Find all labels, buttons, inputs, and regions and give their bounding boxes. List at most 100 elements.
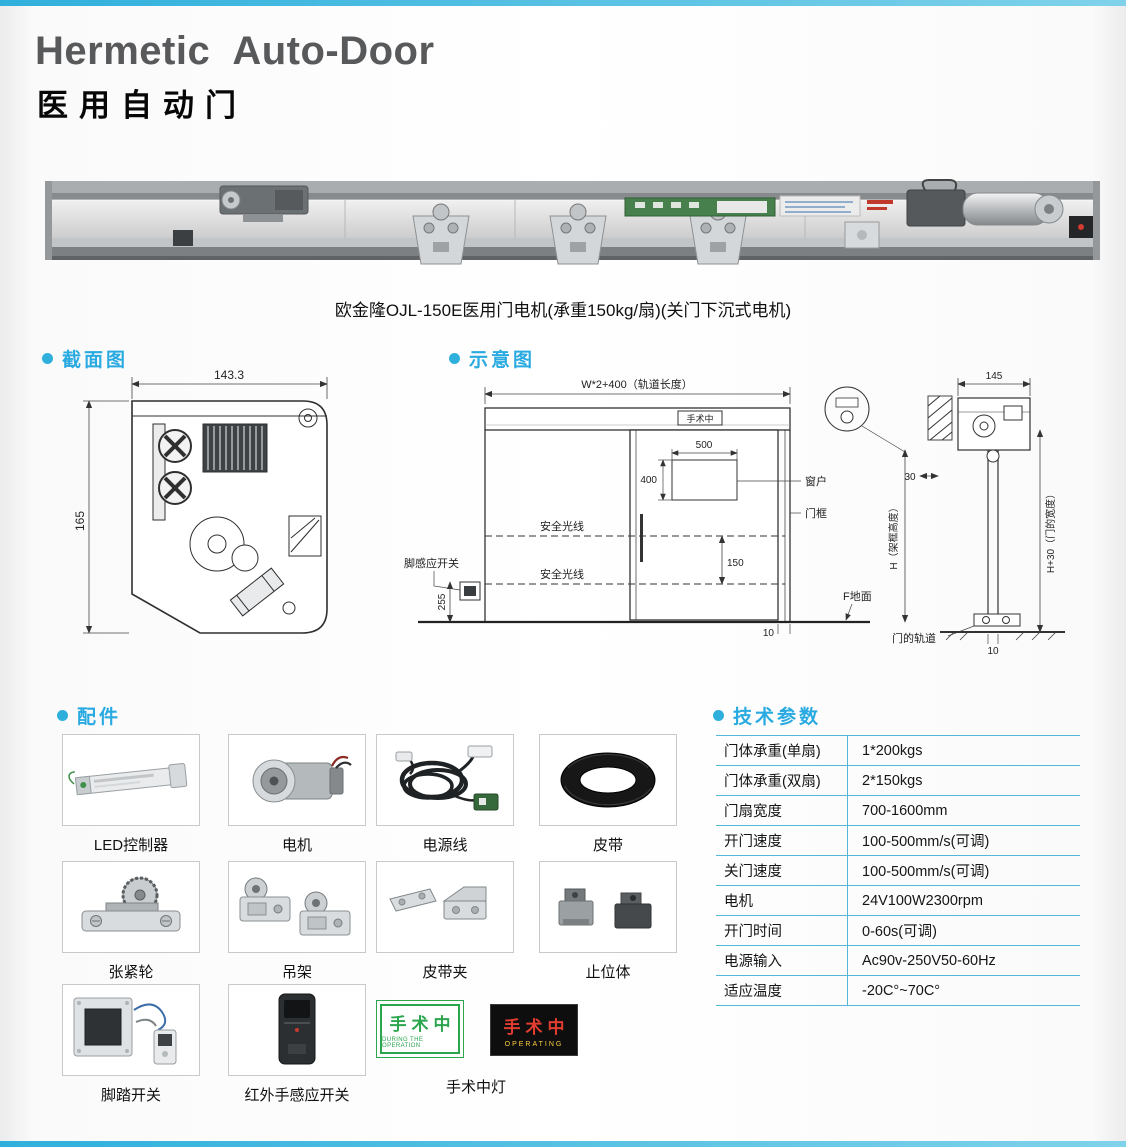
dimension-lines xyxy=(83,377,328,634)
side-housing xyxy=(957,397,1031,451)
operation-sign-red: 手术中 OPERATING xyxy=(490,1004,578,1056)
operation-sign-green-inner: 手术中 DURING THE OPERATION xyxy=(380,1004,460,1054)
heatsink-block xyxy=(202,423,268,473)
window-label: 窗户 xyxy=(805,474,827,488)
spec-label: 适应温度 xyxy=(716,976,848,1005)
spec-label: 门扇宽度 xyxy=(716,796,848,825)
bullet-icon xyxy=(713,710,724,721)
track-length-dimension xyxy=(484,387,791,404)
dim-145-label: 145 xyxy=(986,371,1003,382)
accessory-image xyxy=(228,984,366,1076)
spec-value: 1*200kgs xyxy=(862,742,923,759)
accessory-image xyxy=(62,734,200,826)
accessory-label: 红外手感应开关 xyxy=(244,1087,350,1104)
spec-row: 适应温度 -20C°~70C° xyxy=(716,976,1080,1006)
section-cross-section: 截面图 xyxy=(42,345,128,372)
accessory-led-controller: LED控制器 xyxy=(62,734,200,855)
window-dimensions xyxy=(658,449,738,501)
door-track-photo xyxy=(45,179,1100,265)
operation-sign-green: 手术中 DURING THE OPERATION xyxy=(376,1000,464,1058)
spec-row: 门扇宽度 700-1600mm xyxy=(716,796,1080,826)
hanger-image xyxy=(239,877,351,936)
door-track-header xyxy=(484,407,791,431)
accessory-hanger: 吊架 xyxy=(228,861,366,982)
track-length-label: W*2+400（轨道长度） xyxy=(581,377,693,391)
spec-label: 开门时间 xyxy=(716,916,848,945)
dim-150-label: 150 xyxy=(727,558,744,569)
bullet-icon xyxy=(42,353,53,364)
foot-switch-image xyxy=(73,997,177,1065)
accessory-image xyxy=(376,734,514,826)
dim-145 xyxy=(957,378,1031,396)
door-leaf xyxy=(629,429,779,621)
bullet-icon xyxy=(57,710,68,721)
door-frame-lines xyxy=(484,430,791,622)
specs-table: 门体承重(单扇) 1*200kgs 门体承重(双扇) 2*150kgs 门扇宽度… xyxy=(716,735,1080,1006)
door-height-label: H+30（门的宽度） xyxy=(1044,489,1057,573)
accessory-belt-clip: 皮带夹 xyxy=(376,861,514,982)
section-specs: 技术参数 xyxy=(713,702,821,729)
page-header: Hermetic Auto-Door 医用自动门 xyxy=(35,30,435,125)
section-title: 技术参数 xyxy=(733,707,822,728)
section-title: 截面图 xyxy=(62,350,129,371)
window-height-label: 400 xyxy=(640,475,657,486)
belt-clamp xyxy=(844,221,880,249)
dim-30-label: 30 xyxy=(904,472,916,483)
section-title: 示意图 xyxy=(469,350,536,371)
spec-row: 门体承重(单扇) 1*200kgs xyxy=(716,735,1080,766)
spec-label: 门体承重(单扇) xyxy=(716,736,848,765)
accessory-image xyxy=(539,734,677,826)
spec-value: -20C°~70C° xyxy=(862,982,941,999)
schematic-diagram: W*2+400（轨道长度） 手术中 500 400 窗户 门框 安全光线 xyxy=(404,371,1065,657)
spec-label: 开门速度 xyxy=(716,826,848,855)
belt-image xyxy=(560,752,656,808)
sign-text-sub: DURING THE OPERATION xyxy=(382,1036,424,1049)
control-board xyxy=(624,195,893,217)
roller-detail-callout xyxy=(824,386,906,453)
spec-row: 电机 24V100W2300rpm xyxy=(716,886,1080,916)
accessory-motor: 电机 xyxy=(228,734,366,855)
accessory-label: 电源线 xyxy=(422,837,468,854)
section-schematic: 示意图 xyxy=(449,345,535,372)
spec-label: 关门速度 xyxy=(716,856,848,885)
accessory-label: 张紧轮 xyxy=(108,964,154,981)
safety-beam-label-1: 安全光线 xyxy=(540,519,584,533)
hanger-bracket-2 xyxy=(549,203,607,265)
spec-label: 电机 xyxy=(716,886,848,915)
page-title-en: Hermetic Auto-Door xyxy=(35,29,435,73)
accessory-image xyxy=(376,861,514,953)
spec-value: 700-1600mm xyxy=(862,802,948,819)
accessory-image xyxy=(539,861,677,953)
accessory-label: LED控制器 xyxy=(93,837,169,854)
cross-section-diagram: 143.3 165 xyxy=(75,368,328,634)
belt-clip-image xyxy=(389,886,487,920)
dim-10-left-label: 10 xyxy=(763,628,775,639)
accessory-label: 吊架 xyxy=(281,964,312,981)
accessory-power-cable: 电源线 xyxy=(376,734,514,855)
accessory-image xyxy=(228,734,366,826)
right-motor xyxy=(906,179,1064,227)
dim-10-right-ticks xyxy=(987,634,999,644)
accessory-label: 止位体 xyxy=(585,964,631,981)
spec-label: 电源输入 xyxy=(716,946,848,975)
accessory-infrared-switch: 红外手感应开关 xyxy=(228,984,366,1105)
product-caption: 欧金隆OJL-150E医用门电机(承重150kg/扇)(关门下沉式电机) xyxy=(334,301,792,320)
spec-label: 门体承重(双扇) xyxy=(716,766,848,795)
spec-value: 24V100W2300rpm xyxy=(862,892,983,909)
sign-text-main: 手术中 xyxy=(503,1017,570,1037)
accessory-image xyxy=(228,861,366,953)
frame-height-label: H（架框高度） xyxy=(887,502,900,569)
accessory-tensioner: 张紧轮 xyxy=(62,861,200,982)
sign-text-sub: OPERATING xyxy=(504,1040,564,1048)
motor-image xyxy=(252,755,352,803)
bottom-track xyxy=(940,613,1065,641)
tensioner-image xyxy=(81,876,181,932)
top-accent-bar xyxy=(0,0,1126,6)
section-title: 配件 xyxy=(77,707,122,728)
mechanism-details xyxy=(189,515,322,617)
foot-sensor-leader xyxy=(433,571,461,591)
window-width-label: 500 xyxy=(696,440,713,451)
spec-value: 100-500mm/s(可调) xyxy=(862,834,990,850)
spec-value: 0-60s(可调) xyxy=(862,924,937,940)
accessory-label: 脚踏开关 xyxy=(100,1087,161,1104)
